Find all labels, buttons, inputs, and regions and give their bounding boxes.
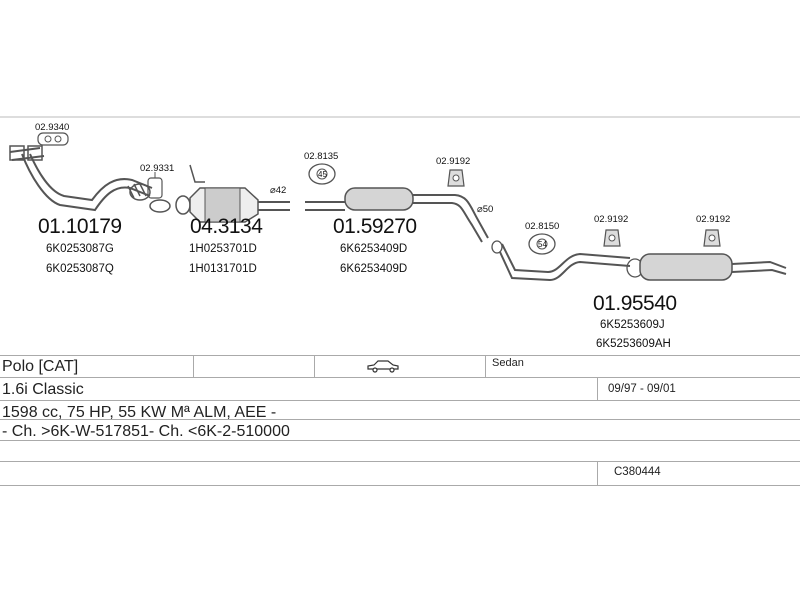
part-1-number: 01.10179 — [38, 215, 122, 238]
vehicle-model: Polo [CAT] — [2, 358, 79, 375]
table-divider — [485, 355, 486, 377]
table-divider — [597, 377, 598, 400]
table-divider — [193, 355, 194, 377]
fitting-4-number: 02.9192 — [436, 156, 470, 167]
sedan-car-icon — [367, 360, 399, 373]
ring-fitting-3[interactable] — [308, 163, 336, 185]
ring-1-label: 45 — [318, 170, 327, 179]
gasket-fitting-1[interactable] — [37, 132, 69, 146]
table-rule — [0, 400, 800, 401]
part-4-oem-2: 6K5253609AH — [596, 338, 671, 350]
fitting-6-number: 02.9192 — [594, 214, 628, 225]
hanger-fitting-4[interactable] — [447, 169, 465, 187]
fitting-3-number: 02.8135 — [304, 151, 338, 162]
table-rule — [0, 485, 800, 486]
part-2-oem-2: 1H0131701D — [189, 263, 257, 275]
part-2-oem-1: 1H0253701D — [189, 243, 257, 255]
fitting-1-number: 02.9340 — [35, 122, 69, 133]
clamp-fitting-2[interactable] — [147, 172, 163, 199]
ring-fitting-5[interactable] — [528, 233, 556, 255]
front-pipe-part[interactable] — [9, 145, 171, 213]
hanger-fitting-7[interactable] — [703, 229, 721, 247]
vehicle-engine: 1.6i Classic — [2, 381, 84, 398]
ring-2-label: 54 — [538, 240, 547, 249]
catalogue-code: C380444 — [614, 466, 661, 478]
table-rule — [0, 377, 800, 378]
hanger-fitting-6[interactable] — [603, 229, 621, 247]
fitting-5-number: 02.8150 — [525, 221, 559, 232]
vehicle-spec: 1598 cc, 75 HP, 55 KW Mª ALM, AEE - — [2, 404, 277, 421]
table-rule — [0, 440, 800, 441]
fitting-2-number: 02.9331 — [140, 163, 174, 174]
vehicle-body-type: Sedan — [492, 357, 524, 369]
part-4-number: 01.95540 — [593, 292, 677, 315]
diameter-1: ⌀42 — [270, 185, 286, 196]
part-1-oem-2: 6K0253087Q — [46, 263, 114, 275]
catalytic-converter-part[interactable] — [175, 164, 290, 223]
part-1-oem-1: 6K0253087G — [46, 243, 114, 255]
part-4-oem-1: 6K5253609J — [600, 319, 665, 331]
part-3-oem-2: 6K6253409D — [340, 263, 407, 275]
part-3-number: 01.59270 — [333, 215, 417, 238]
table-rule — [0, 355, 800, 356]
rear-silencer-part[interactable] — [491, 240, 787, 282]
diameter-2: ⌀50 — [477, 204, 493, 215]
vehicle-chassis: - Ch. >6K-W-517851- Ch. <6K-2-510000 — [2, 423, 290, 440]
table-rule — [0, 461, 800, 462]
fitting-7-number: 02.9192 — [696, 214, 730, 225]
table-rule — [0, 419, 800, 420]
vehicle-years: 09/97 - 09/01 — [608, 383, 676, 395]
table-divider — [597, 461, 598, 485]
center-silencer-part[interactable] — [305, 187, 489, 243]
part-2-number: 04.3134 — [190, 215, 263, 238]
part-3-oem-1: 6K6253409D — [340, 243, 407, 255]
table-divider — [314, 355, 315, 377]
